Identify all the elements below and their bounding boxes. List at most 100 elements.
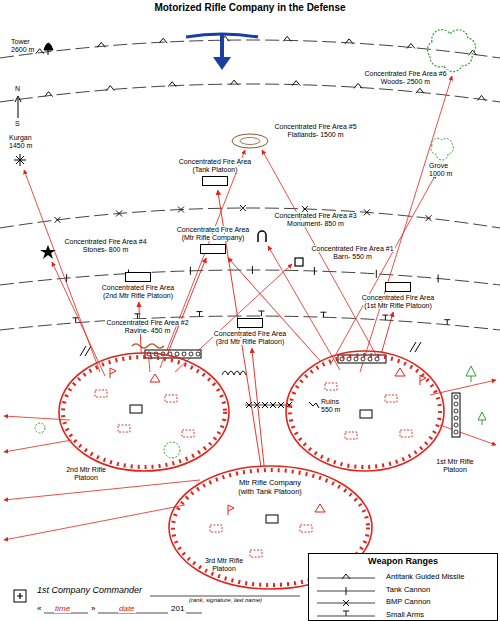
command-post bbox=[266, 515, 278, 523]
label-wrap: Concentrated Fire Area #2 Ravine- 450 m bbox=[100, 319, 195, 335]
bush-symbol bbox=[164, 442, 180, 458]
wire-mark bbox=[278, 402, 284, 408]
aid-post-symbol bbox=[17, 593, 23, 599]
label-wrap: Ruins 550 m bbox=[320, 398, 348, 414]
unit-position: 1st Mtr Rifle Platoon bbox=[285, 350, 445, 472]
label-wrap: Concentrated Fire Area #6 Woods- 2500 m bbox=[358, 70, 453, 86]
map-label: Concentrated Fire Area #3 Monument- 850 … bbox=[273, 212, 357, 227]
map-label: N bbox=[14, 85, 21, 92]
range-mark bbox=[230, 80, 238, 85]
wire-mark bbox=[254, 402, 260, 408]
mine bbox=[196, 352, 200, 356]
woods-symbol bbox=[428, 30, 476, 72]
range-mark bbox=[178, 207, 184, 213]
wire-mark bbox=[262, 402, 268, 408]
fire-connector bbox=[167, 258, 206, 355]
monument-symbol bbox=[258, 231, 266, 242]
flag-symbol bbox=[110, 368, 116, 378]
unit-label: 2nd Mtr Rifle Platoon bbox=[65, 466, 107, 481]
range-mark bbox=[258, 311, 264, 316]
range-mark bbox=[106, 86, 114, 91]
range-mark bbox=[116, 210, 122, 216]
vehicle-position bbox=[95, 390, 107, 397]
fire-area-box bbox=[237, 318, 263, 328]
label-wrap: Concentrated Fire Area #3 Monument- 850 … bbox=[268, 212, 363, 228]
fire-area-node: Concentrated Fire Area (Tank Platoon) bbox=[172, 158, 258, 188]
fire-connector bbox=[382, 312, 393, 352]
vehicle-position bbox=[210, 525, 222, 532]
unit-label: 1st Mtr Rifle Platoon bbox=[435, 458, 474, 473]
fire-arrow bbox=[360, 76, 452, 372]
text-wrap: Concentrated Fire Area (Mtr Rifle Compan… bbox=[170, 226, 256, 242]
bush-symbol bbox=[35, 423, 45, 433]
text-wrap: Concentrated Fire Area (Tank Platoon) bbox=[172, 158, 258, 174]
map-label: Concentrated Fire Area #1 Barn- 550 m bbox=[310, 245, 394, 260]
range-mark bbox=[252, 266, 253, 274]
range-mark bbox=[73, 318, 79, 323]
legend-mark bbox=[346, 587, 347, 595]
fire-area-label: Concentrated Fire Area (3rd Mtr Rifle Pl… bbox=[213, 330, 287, 345]
label-wrap: Kurgan 1450 m bbox=[8, 134, 40, 150]
label-wrap: « bbox=[36, 604, 46, 613]
mine bbox=[182, 352, 186, 356]
map-label: » bbox=[90, 604, 96, 613]
legend-sample bbox=[315, 571, 377, 583]
text-wrap: 1st Mtr Rifle Platoon bbox=[431, 458, 479, 474]
vehicle-position bbox=[325, 383, 337, 390]
mine bbox=[454, 430, 458, 434]
observation-post bbox=[315, 504, 325, 512]
map-label: « bbox=[36, 604, 42, 613]
mine bbox=[454, 402, 458, 406]
label-wrap: Tower 2600 m bbox=[10, 38, 38, 54]
legend-mark bbox=[343, 611, 349, 616]
label-wrap: Grove 1000 m bbox=[428, 162, 460, 178]
label-wrap: time bbox=[54, 604, 84, 613]
fire-area-box bbox=[125, 272, 151, 282]
label-wrap: 201 bbox=[170, 604, 190, 613]
range-lines bbox=[0, 36, 500, 330]
map-label: date bbox=[118, 604, 136, 613]
legend-text: BMP Cannon bbox=[385, 597, 431, 606]
range-line bbox=[0, 84, 500, 102]
range-mark bbox=[54, 217, 60, 223]
position-symbols bbox=[110, 368, 426, 515]
label-wrap: date bbox=[118, 604, 148, 613]
trench-line bbox=[290, 355, 440, 467]
text-wrap: 3rd Mtr Rifle Platoon bbox=[198, 557, 250, 573]
mine bbox=[454, 416, 458, 420]
fire-area-node: Concentrated Fire Area (1st Mtr Rifle Pl… bbox=[355, 280, 441, 310]
mine bbox=[454, 395, 458, 399]
fire-area-node: Concentrated Fire Area (2nd Mtr Rifle Pl… bbox=[95, 270, 181, 300]
fire-arrow bbox=[440, 425, 496, 445]
wire-obstacle bbox=[222, 371, 246, 375]
range-mark bbox=[159, 38, 167, 43]
fire-area-node: Concentrated Fire Area (Mtr Rifle Compan… bbox=[170, 226, 256, 256]
range-mark bbox=[97, 42, 105, 47]
fire-arrow bbox=[4, 480, 200, 500]
vehicle-position bbox=[400, 430, 412, 437]
range-mark bbox=[426, 215, 432, 221]
fire-area-box bbox=[385, 282, 411, 292]
map-label: time bbox=[54, 604, 71, 613]
text-wrap: Concentrated Fire Area (2nd Mtr Rifle Pl… bbox=[95, 284, 181, 300]
flatlands-symbol bbox=[240, 138, 260, 145]
label-wrap: Weapon Ranges bbox=[308, 556, 498, 566]
range-mark bbox=[320, 312, 326, 317]
vehicle-position bbox=[345, 432, 357, 439]
mine bbox=[454, 409, 458, 413]
command-post bbox=[130, 405, 142, 413]
range-mark bbox=[45, 92, 53, 97]
fire-area-box bbox=[200, 244, 226, 254]
legend-sample bbox=[315, 584, 377, 596]
kurgan-symbol bbox=[14, 154, 26, 166]
legend-text: Antitank Guided Missile bbox=[385, 572, 465, 581]
range-mark bbox=[190, 267, 191, 275]
range-mark bbox=[364, 209, 370, 215]
map-label: Tower 2600 m bbox=[10, 38, 35, 53]
minefield bbox=[452, 393, 460, 437]
map-label: Concentrated Fire Area #4 Stones- 800 m bbox=[63, 238, 147, 253]
mine bbox=[454, 423, 458, 427]
vehicle-position bbox=[300, 525, 312, 532]
range-line bbox=[0, 40, 500, 58]
